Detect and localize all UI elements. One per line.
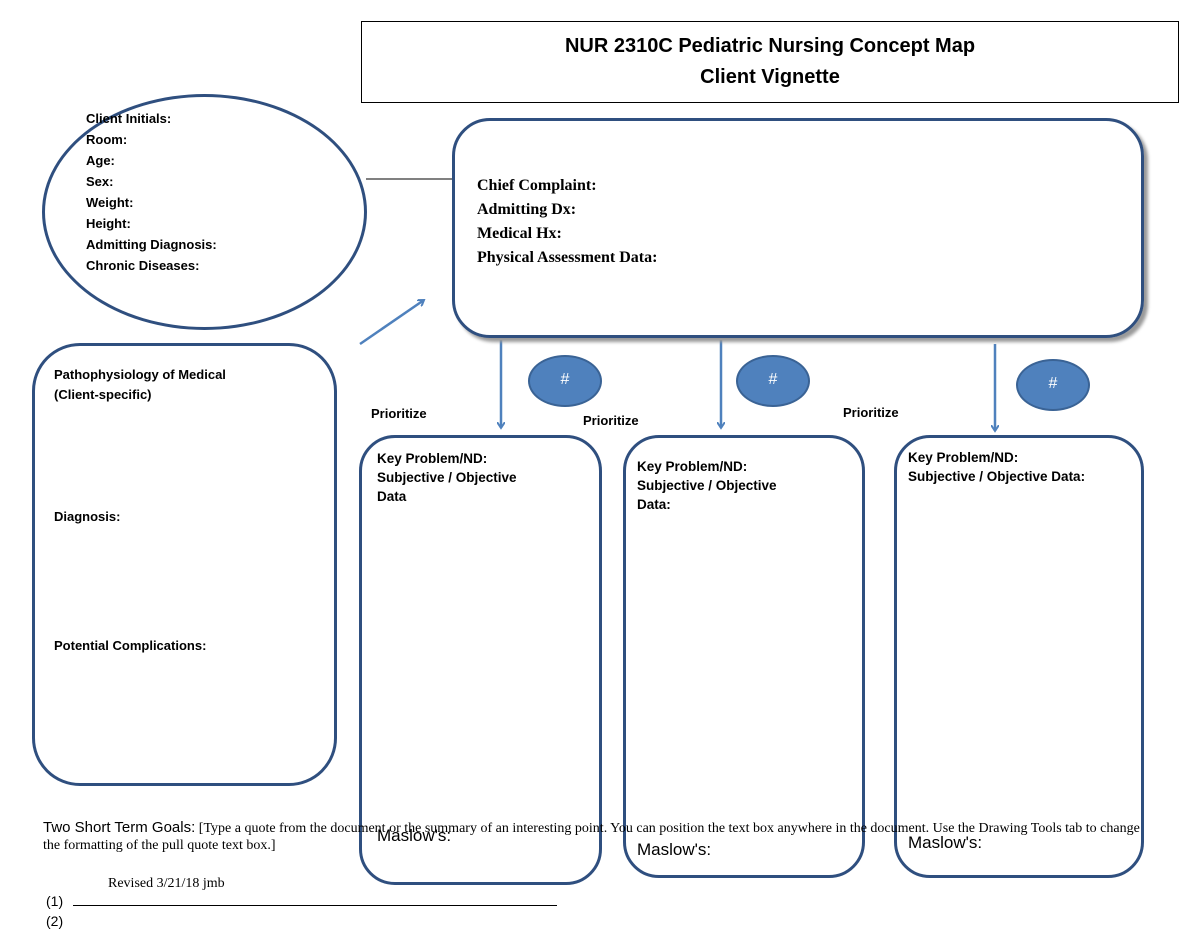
maslow-label-1: Maslow's: [377, 826, 452, 845]
prioritize-label-2: Prioritize [583, 413, 639, 428]
goals-heading: Two Short Term Goals: [43, 819, 196, 836]
diagonal-arrow [359, 298, 424, 346]
diagnosis-label: Diagnosis: [54, 509, 121, 524]
prioritize-label-1: Prioritize [371, 406, 427, 421]
revised-note: Revised 3/21/18 jmb [108, 876, 225, 891]
pathophysiology-heading: Pathophysiology of Medical (Client-speci… [54, 365, 226, 405]
page-title: NUR 2310C Pediatric Nursing Concept Map … [361, 21, 1179, 103]
admitting-diagnosis-label: Admitting Diagnosis: [86, 237, 217, 252]
subjective-objective-label: Subjective / Objective [637, 478, 777, 493]
pathophysiology-heading-line-1: Pathophysiology of Medical [54, 367, 226, 382]
chronic-diseases-label: Chronic Diseases: [86, 258, 200, 273]
title-line-2: Client Vignette [700, 66, 840, 88]
pathophysiology-heading-line-2: (Client-specific) [54, 387, 152, 402]
priority-badge-3: # [1016, 359, 1090, 411]
height-label: Height: [86, 216, 131, 231]
key-problem-box-2 [623, 435, 865, 878]
key-problem-label: Key Problem/ND: [908, 450, 1019, 465]
key-problem-box-1 [359, 435, 602, 885]
maslow-label-3: Maslow's: [908, 833, 983, 852]
chief-complaint-box [452, 118, 1144, 338]
room-label: Room: [86, 132, 128, 147]
subjective-objective-label: Subjective / Objective [377, 470, 517, 485]
key-problem-label: Key Problem/ND: [637, 459, 748, 474]
sex-label: Sex: [86, 174, 114, 189]
client-info-list: Client Initials: Room: Age: Sex: Weight:… [86, 108, 217, 276]
physical-assessment-label: Physical Assessment Data: [477, 249, 658, 266]
key-problem-text-2: Key Problem/ND: Subjective / Objective D… [637, 457, 777, 514]
subjective-objective-label: Subjective / Objective Data: [908, 469, 1086, 484]
short-term-goals: Two Short Term Goals: [Type a quote from… [43, 819, 1153, 854]
data-label: Data [377, 489, 407, 504]
client-initials-label: Client Initials: [86, 111, 172, 126]
goal-item-1-label: (1) [46, 893, 64, 909]
chief-complaint-label: Chief Complaint: [477, 177, 597, 194]
pathophysiology-box [32, 343, 337, 786]
maslow-label-2: Maslow's: [637, 840, 712, 859]
key-problem-text-1: Key Problem/ND: Subjective / Objective D… [377, 449, 517, 506]
title-line-1: NUR 2310C Pediatric Nursing Concept Map [564, 35, 976, 57]
key-problem-text-3: Key Problem/ND: Subjective / Objective D… [908, 448, 1085, 486]
prioritize-label-3: Prioritize [843, 405, 899, 420]
age-label: Age: [86, 153, 115, 168]
goal-item-2-label: (2) [46, 913, 64, 929]
potential-complications-label: Potential Complications: [54, 638, 207, 653]
weight-label: Weight: [86, 195, 134, 210]
priority-badge-1: # [528, 355, 602, 407]
goals-placeholder-text[interactable]: [Type a quote from the document or the s… [43, 821, 1140, 853]
key-problem-label: Key Problem/ND: [377, 451, 488, 466]
priority-badge-2: # [736, 355, 810, 407]
goal-item-1-line[interactable] [73, 905, 557, 906]
chief-complaint-list: Chief Complaint: Admitting Dx: Medical H… [477, 174, 657, 270]
data-label: Data: [637, 497, 671, 512]
medical-hx-label: Medical Hx: [477, 225, 562, 242]
admitting-dx-label: Admitting Dx: [477, 201, 577, 218]
key-problem-box-3 [894, 435, 1144, 878]
client-info-ellipse [42, 94, 367, 330]
